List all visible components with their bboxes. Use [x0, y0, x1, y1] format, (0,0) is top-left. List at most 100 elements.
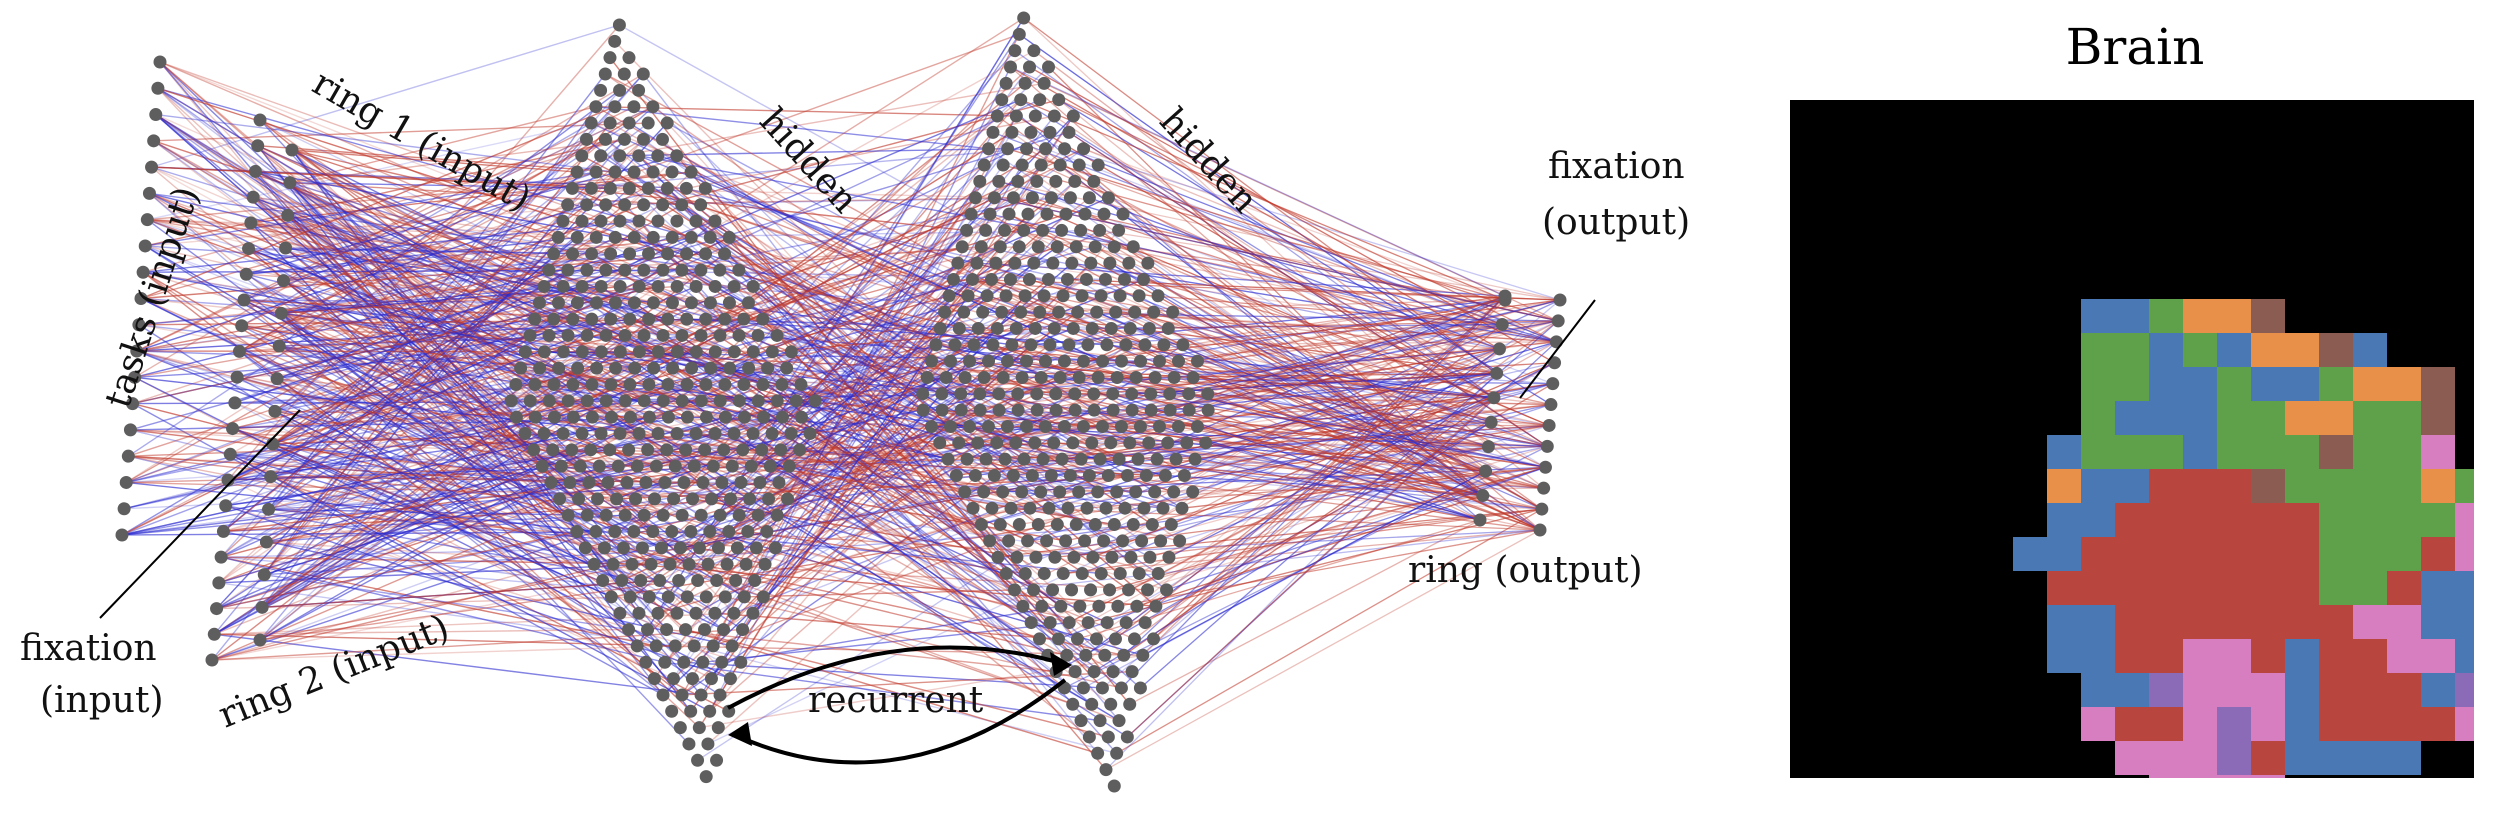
- hidden-node: [1103, 583, 1117, 597]
- hidden-node: [1091, 370, 1105, 384]
- brain-cell: [2285, 401, 2319, 435]
- brain-cell: [2285, 605, 2319, 639]
- hidden-node: [1171, 420, 1185, 433]
- hidden-node: [694, 688, 708, 702]
- hidden-node: [672, 574, 686, 588]
- hidden-node: [1027, 583, 1041, 597]
- hidden-node: [703, 230, 717, 244]
- hidden-node: [713, 328, 727, 342]
- hidden-node: [542, 263, 556, 277]
- hidden-node: [673, 541, 687, 555]
- hidden-node: [1162, 550, 1176, 564]
- hidden-node: [1031, 518, 1045, 532]
- hidden-node: [992, 403, 1006, 417]
- ring-output-label: ring (output): [1408, 550, 1643, 591]
- connection-line: [676, 351, 1093, 705]
- connection-line: [218, 582, 676, 647]
- hidden-node: [990, 436, 1004, 450]
- connection-line: [638, 220, 1107, 771]
- hidden-node: [1053, 158, 1067, 172]
- hidden-node: [632, 149, 646, 163]
- hidden-node: [1017, 223, 1031, 237]
- connection-line: [638, 155, 1194, 379]
- hidden-node: [1125, 665, 1139, 679]
- hidden-node: [682, 557, 696, 571]
- brain-cell: [2455, 537, 2474, 571]
- hidden-node: [725, 639, 739, 653]
- hidden-node: [580, 328, 594, 342]
- hidden-node: [1076, 681, 1090, 695]
- hidden-node: [1113, 567, 1127, 581]
- brain-cell: [2353, 469, 2387, 503]
- hidden-node: [1117, 272, 1131, 286]
- hidden-node: [765, 427, 779, 440]
- hidden-node: [784, 427, 798, 440]
- hidden-node: [1126, 240, 1140, 254]
- brain-cell: [2115, 401, 2149, 435]
- connection-line: [259, 119, 740, 516]
- brain-cell: [2115, 673, 2149, 707]
- connection-line: [1063, 508, 1542, 575]
- hidden-node: [1027, 256, 1041, 270]
- hidden-node: [675, 688, 689, 702]
- hidden-node: [1082, 730, 1096, 744]
- hidden-node: [1169, 452, 1183, 466]
- connection-line: [268, 187, 630, 510]
- connection-line: [1170, 372, 1497, 411]
- connection-line: [1139, 445, 1548, 575]
- connection-line: [257, 145, 702, 337]
- hidden-node: [632, 279, 646, 293]
- fixation-output-leader-line: [1519, 299, 1596, 399]
- hidden-node: [916, 403, 930, 417]
- hidden-node: [1005, 125, 1019, 139]
- hidden-node: [713, 508, 727, 522]
- hidden-node: [1017, 11, 1031, 25]
- brain-cell: [2387, 741, 2421, 775]
- hidden-node: [542, 328, 556, 342]
- connection-line: [1011, 131, 1561, 301]
- brain-cell: [2183, 469, 2217, 503]
- hidden-node: [594, 427, 608, 440]
- hidden-node: [608, 296, 622, 310]
- hidden-node: [1133, 681, 1147, 695]
- hidden-node: [1115, 354, 1129, 368]
- connection-line: [699, 654, 1143, 729]
- hidden-node: [685, 361, 699, 375]
- connection-line: [1023, 229, 1486, 472]
- hidden-node: [736, 623, 750, 637]
- hidden-node: [622, 623, 636, 637]
- hidden-node: [784, 345, 798, 359]
- connection-line: [128, 455, 660, 582]
- hidden-node: [661, 312, 675, 326]
- brain-cell: [2081, 469, 2115, 503]
- connection-line: [543, 285, 1123, 542]
- hidden-node: [1067, 550, 1081, 564]
- brain-cell: [2149, 741, 2183, 775]
- connection-line: [259, 285, 697, 641]
- hidden-node: [518, 345, 532, 359]
- brain-cell: [2421, 605, 2455, 639]
- connection-line: [147, 218, 545, 288]
- connection-line: [671, 530, 1102, 575]
- connection-line: [1138, 295, 1541, 531]
- connection-line: [140, 253, 706, 300]
- ring2-input-node: [285, 143, 299, 157]
- hidden-node: [689, 214, 703, 228]
- hidden-node: [1042, 60, 1056, 74]
- connection-line: [155, 113, 766, 565]
- brain-cell: [2081, 537, 2115, 571]
- connection-line: [681, 344, 1184, 696]
- hidden-node: [639, 655, 653, 669]
- brain-cell: [2081, 333, 2115, 367]
- connection-line: [998, 393, 1494, 399]
- hidden-node: [763, 459, 777, 473]
- hidden-node: [989, 256, 1003, 270]
- connection-line: [238, 350, 664, 696]
- hidden-node: [977, 158, 991, 172]
- connection-line: [232, 427, 764, 598]
- hidden-node: [1015, 485, 1029, 499]
- ring1-input-node: [205, 653, 219, 667]
- brain-cell: [2387, 537, 2421, 571]
- connection-line: [125, 318, 554, 484]
- hidden-node: [732, 263, 746, 277]
